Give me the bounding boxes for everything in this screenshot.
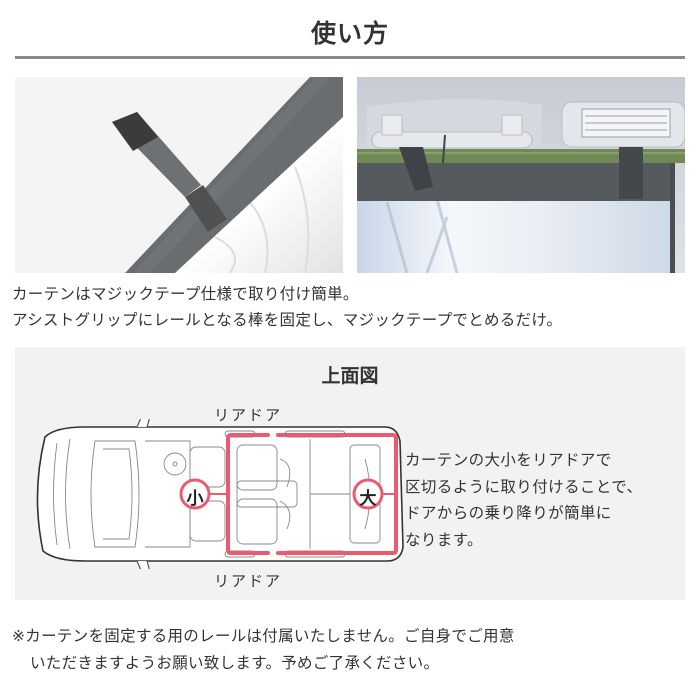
title-divider [15, 56, 685, 59]
description-line-1: カーテンはマジックテープ仕様で取り付け簡単。 [12, 285, 359, 303]
note-line-2: いただきますようお願い致します。予めご了承ください。 [30, 654, 440, 672]
large-marker-label: 大 [359, 489, 377, 509]
curtain-velcro-tab-photo-icon [15, 77, 343, 273]
large-curtain-marker [352, 478, 384, 510]
diagram-explanation: カーテンの大小をリアドアで 区切るように取り付けることで、 ドアからの乗り降りが… [405, 447, 685, 553]
small-marker-label: 小 [186, 489, 204, 509]
curtain-rail-photo [357, 77, 685, 273]
curtain-on-rail-photo-icon [357, 77, 685, 273]
rear-door-label-bottom: リアドア [213, 572, 282, 590]
diagram-explanation-line-1: カーテンの大小をリアドアで [405, 451, 612, 469]
description-line-2: アシストグリップにレールとなる棒を固定し、マジックテープでとめるだけ。 [12, 311, 563, 329]
small-curtain-marker [179, 478, 211, 510]
note-line-1: ※カーテンを固定する用のレールは付属いたしません。ご自身でご用意 [12, 627, 515, 645]
top-view-panel: 上面図 リアドア リアドア [15, 347, 685, 600]
page-title: 使い方 [310, 19, 389, 48]
car-top-view-diagram [36, 419, 404, 569]
diagram-explanation-line-2: 区切るように取り付けることで、 [405, 477, 643, 496]
rear-door-label-top: リアドア [213, 406, 282, 424]
diagram-explanation-line-3: ドアからの乗り降りが簡単に [405, 504, 612, 522]
curtain-velcro-photo [15, 77, 343, 273]
top-view-title: 上面図 [321, 365, 379, 387]
diagram-explanation-line-4: なります。 [405, 530, 483, 549]
